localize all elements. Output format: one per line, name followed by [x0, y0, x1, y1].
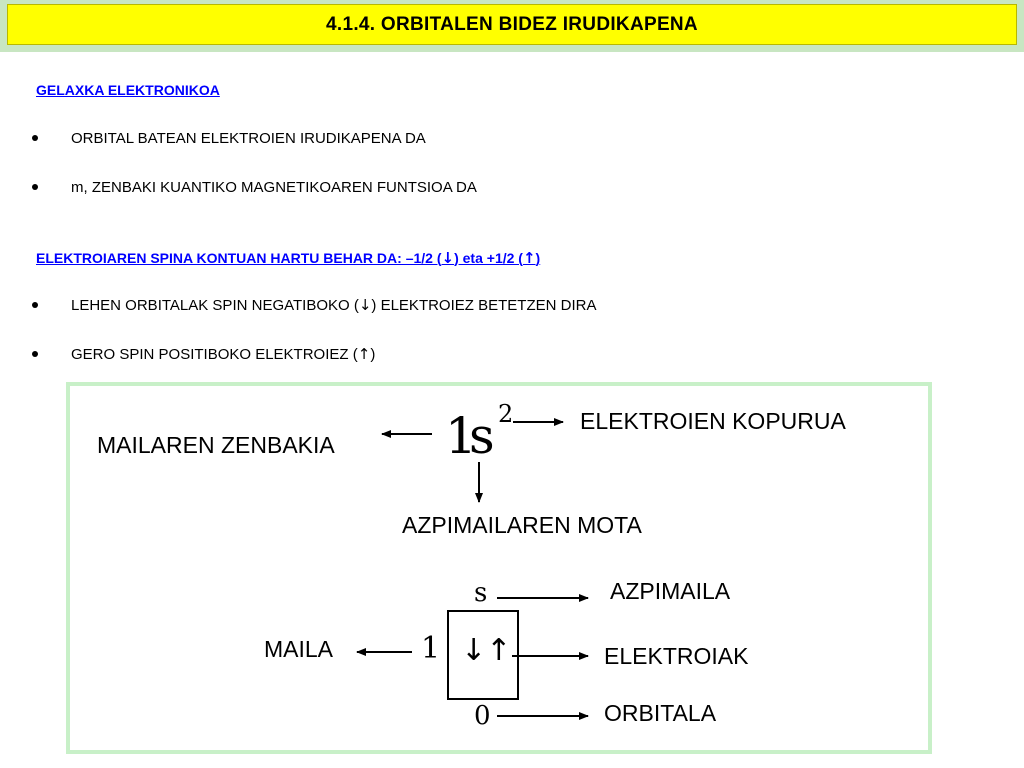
bullet-text: LEHEN ORBITALAK SPIN NEGATIBOKO ( — [71, 296, 359, 314]
bullet-item: ORBITAL BATEAN ELEKTROIEN IRUDIKAPENA DA — [32, 128, 426, 148]
bullet-text: GERO SPIN POSITIBOKO ELEKTROIEZ ( — [71, 345, 358, 363]
bullet-dot — [32, 135, 38, 141]
label-level-number: MAILAREN ZENBAKIA — [97, 432, 335, 458]
bullet-dot — [32, 302, 38, 308]
title-frame: 4.1.4. ORBITALEN BIDEZ IRUDIKAPENA — [0, 0, 1024, 52]
spin-arrows: ↓↑ — [461, 633, 512, 668]
bullet-text: m, ZENBAKI KUANTIKO MAGNETIKOAREN FUNTSI… — [71, 178, 477, 196]
spin-heading-text: ) — [535, 250, 541, 266]
bullet-item: m, ZENBAKI KUANTIKO MAGNETIKOAREN FUNTSI… — [32, 177, 477, 197]
cell-sublevel-letter: s — [474, 578, 488, 608]
spin-heading-text: ) eta +1/2 ( — [454, 250, 523, 266]
cell-orbital-index: 0 — [474, 701, 491, 731]
bullet-item: LEHEN ORBITALAK SPIN NEGATIBOKO (↓) ELEK… — [32, 295, 596, 315]
slide-title: 4.1.4. ORBITALEN BIDEZ IRUDIKAPENA — [326, 13, 698, 35]
label-sublevel-type: AZPIMAILAREN MOTA — [402, 512, 642, 538]
notation-electron-exponent: 2 — [498, 400, 514, 428]
bullet-dot — [32, 351, 38, 357]
spin-heading-text: ELEKTROIAREN SPINA KONTUAN HARTU BEHAR D… — [36, 250, 442, 266]
label-level: MAILA — [264, 636, 334, 662]
orbital-box — [447, 610, 519, 700]
bullet-text: ORBITAL BATEAN ELEKTROIEN IRUDIKAPENA DA — [71, 129, 426, 147]
section-heading-spin: ELEKTROIAREN SPINA KONTUAN HARTU BEHAR D… — [36, 249, 540, 267]
up-arrow-icon: ↑ — [357, 345, 371, 363]
bullet-text: ) — [370, 345, 376, 363]
bullet-item: GERO SPIN POSITIBOKO ELEKTROIEZ (↑) — [32, 344, 375, 364]
label-sublevel: AZPIMAILA — [610, 578, 731, 604]
cell-level-number: 1 — [421, 631, 441, 666]
notation-sublevel-letter: s — [469, 407, 495, 465]
label-electrons: ELEKTROIAK — [604, 643, 749, 669]
label-orbital: ORBITALA — [604, 700, 717, 726]
section-heading-electronic-cell: GELAXKA ELEKTRONIKOA — [36, 82, 220, 98]
title-bar: 4.1.4. ORBITALEN BIDEZ IRUDIKAPENA — [7, 4, 1017, 45]
bullet-dot — [32, 184, 38, 190]
label-electron-count: ELEKTROIEN KOPURUA — [580, 408, 846, 434]
down-arrow-icon: ↓ — [358, 296, 372, 314]
up-arrow-icon: ↑ — [522, 249, 536, 267]
down-arrow-icon: ↓ — [441, 249, 455, 267]
notation-level-number: 1 — [445, 407, 477, 465]
diagram-panel — [66, 382, 932, 754]
bullet-text: ) ELEKTROIEZ BETETZEN DIRA — [371, 296, 597, 314]
